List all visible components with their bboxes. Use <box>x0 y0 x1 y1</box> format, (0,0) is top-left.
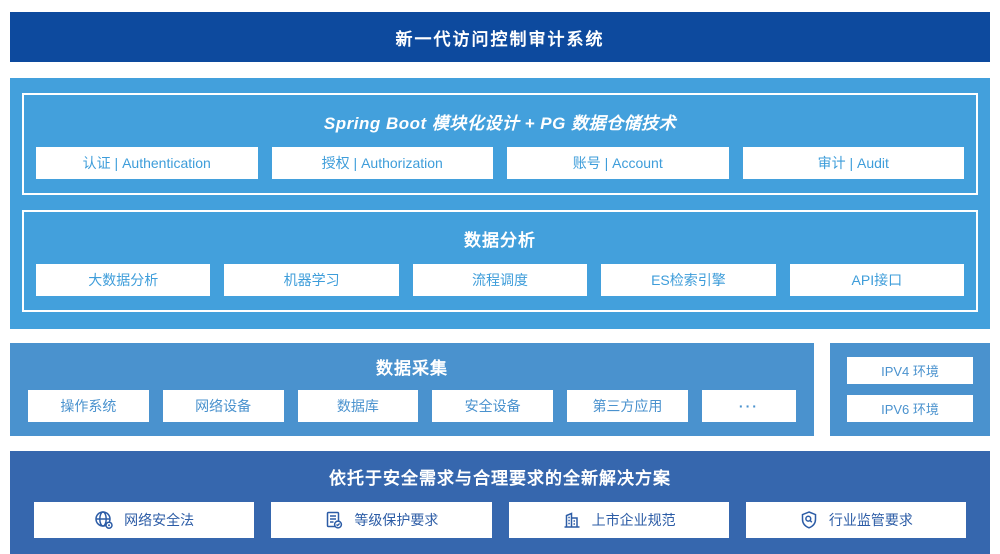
page-title: 新一代访问控制审计系统 <box>395 29 605 49</box>
checklist-icon <box>324 510 344 530</box>
solution-listed-company: 上市企业规范 <box>508 502 729 538</box>
springboot-frame: Spring Boot 模块化设计 + PG 数据仓储技术 认证 | Authe… <box>22 93 978 195</box>
solution-section: 依托于安全需求与合理要求的全新解决方案 网络安全法 <box>10 451 990 554</box>
solution-classified-protection: 等级保护要求 <box>271 502 492 538</box>
solution-title: 依托于安全需求与合理要求的全新解决方案 <box>329 469 671 488</box>
shield-search-icon <box>799 510 819 530</box>
collection-source-row: 操作系统 网络设备 数据库 安全设备 第三方应用 ··· <box>28 390 797 422</box>
analysis-module-row: 大数据分析 机器学习 流程调度 ES检索引擎 API接口 <box>36 264 965 296</box>
source-database: 数据库 <box>297 390 419 422</box>
source-os: 操作系统 <box>28 390 149 422</box>
module-es: ES检索引擎 <box>601 264 776 296</box>
module-workflow: 流程调度 <box>412 264 588 296</box>
solution-card-label: 等级保护要求 <box>354 512 439 528</box>
solution-card-label: 网络安全法 <box>124 512 195 528</box>
solution-industry-regulation: 行业监管要求 <box>745 502 966 538</box>
springboot-title: Spring Boot 模块化设计 + PG 数据仓储技术 <box>323 114 677 133</box>
source-security-device: 安全设备 <box>432 390 554 422</box>
module-ml: 机器学习 <box>224 264 399 296</box>
module-authorization: 授权 | Authorization <box>271 147 493 179</box>
auth-module-row: 认证 | Authentication 授权 | Authorization 账… <box>36 147 964 179</box>
source-thirdparty: 第三方应用 <box>567 390 688 422</box>
solution-card-label: 上市企业规范 <box>591 512 676 528</box>
env-ipv4: IPV4 环境 <box>847 357 973 384</box>
module-audit: 审计 | Audit <box>742 147 964 179</box>
solution-card-label: 行业监管要求 <box>828 512 913 528</box>
env-ipv6: IPV6 环境 <box>847 395 973 422</box>
analysis-title: 数据分析 <box>464 231 536 250</box>
analysis-frame: 数据分析 大数据分析 机器学习 流程调度 ES检索引擎 API接口 <box>22 210 978 312</box>
globe-icon <box>94 510 114 530</box>
building-icon <box>562 510 582 530</box>
environment-panel: IPV4 环境 IPV6 环境 <box>830 343 990 436</box>
solution-cybersecurity-law: 网络安全法 <box>34 502 255 538</box>
module-bigdata: 大数据分析 <box>36 264 211 296</box>
source-network-device: 网络设备 <box>162 390 284 422</box>
module-account: 账号 | Account <box>507 147 729 179</box>
collection-title: 数据采集 <box>376 359 448 378</box>
collection-section: 数据采集 操作系统 网络设备 数据库 安全设备 第三方应用 ··· <box>10 343 814 436</box>
title-banner: 新一代访问控制审计系统 <box>10 12 990 62</box>
solution-card-row: 网络安全法 等级保护要求 <box>34 502 966 538</box>
source-ellipsis: ··· <box>701 390 797 422</box>
collection-row: 数据采集 操作系统 网络设备 数据库 安全设备 第三方应用 ··· IPV4 环… <box>10 343 990 436</box>
module-api: API接口 <box>789 264 965 296</box>
platform-section: Spring Boot 模块化设计 + PG 数据仓储技术 认证 | Authe… <box>10 78 990 329</box>
architecture-diagram: 新一代访问控制审计系统 Spring Boot 模块化设计 + PG 数据仓储技… <box>10 12 990 554</box>
module-authentication: 认证 | Authentication <box>36 147 258 179</box>
